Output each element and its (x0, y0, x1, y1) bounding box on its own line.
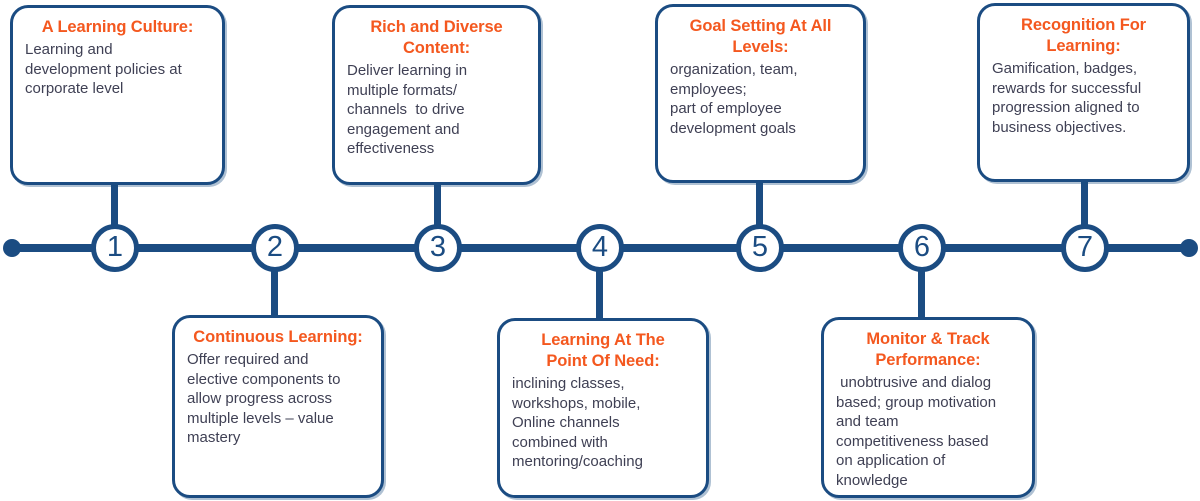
step-circle-1: 1 (91, 224, 139, 272)
card-step-4: Learning At The Point Of Need: inclining… (497, 318, 709, 498)
card-step-7: Recognition For Learning: Gamification, … (977, 3, 1190, 182)
card-title: Goal Setting At All Levels: (689, 17, 832, 56)
step-number: 2 (266, 230, 284, 263)
card-step-5: Goal Setting At All Levels: organization… (655, 4, 866, 183)
card-body: Deliver learning in multiple formats/ ch… (347, 62, 468, 157)
step-circle-4: 4 (576, 224, 624, 272)
card-title: A Learning Culture: (41, 18, 194, 36)
card-title: Recognition For Learning: (1021, 16, 1146, 55)
step-circle-6: 6 (898, 224, 946, 272)
card-body: Gamification, badges, rewards for succes… (992, 60, 1142, 136)
connector-step-5 (756, 179, 763, 248)
connector-step-3 (434, 180, 441, 248)
step-number: 4 (591, 230, 609, 263)
card-title: Learning At The Point Of Need: (541, 331, 665, 370)
connector-step-6 (918, 248, 925, 320)
step-number: 7 (1076, 230, 1094, 263)
step-number: 1 (106, 230, 124, 263)
card-step-6: Monitor & Track Performance: unobtrusive… (821, 317, 1035, 498)
step-number: 5 (751, 230, 769, 263)
card-step-1: A Learning Culture: Learning and develop… (10, 5, 225, 185)
timeline-start-dot (3, 239, 21, 257)
card-body: inclining classes, workshops, mobile, On… (512, 375, 643, 470)
step-number: 6 (913, 230, 931, 263)
card-body: Offer required and elective components t… (187, 351, 341, 446)
step-number: 3 (429, 230, 447, 263)
connector-step-4 (596, 248, 603, 321)
card-title: Monitor & Track Performance: (866, 330, 990, 369)
connector-step-2 (271, 248, 278, 318)
card-body: organization, team, employees; part of e… (670, 61, 798, 137)
step-circle-5: 5 (736, 224, 784, 272)
card-body: Learning and development policies at cor… (25, 41, 182, 97)
connector-step-7 (1081, 178, 1088, 248)
card-step-3: Rich and Diverse Content: Deliver learni… (332, 5, 541, 185)
card-body: unobtrusive and dialog based; group moti… (836, 374, 997, 489)
card-step-2: Continuous Learning: Offer required and … (172, 315, 384, 498)
step-circle-2: 2 (251, 224, 299, 272)
step-circle-7: 7 (1061, 224, 1109, 272)
card-title: Rich and Diverse Content: (370, 18, 503, 57)
timeline-end-dot (1180, 239, 1198, 257)
connector-step-1 (111, 180, 118, 248)
step-circle-3: 3 (414, 224, 462, 272)
card-title: Continuous Learning: (193, 328, 363, 346)
